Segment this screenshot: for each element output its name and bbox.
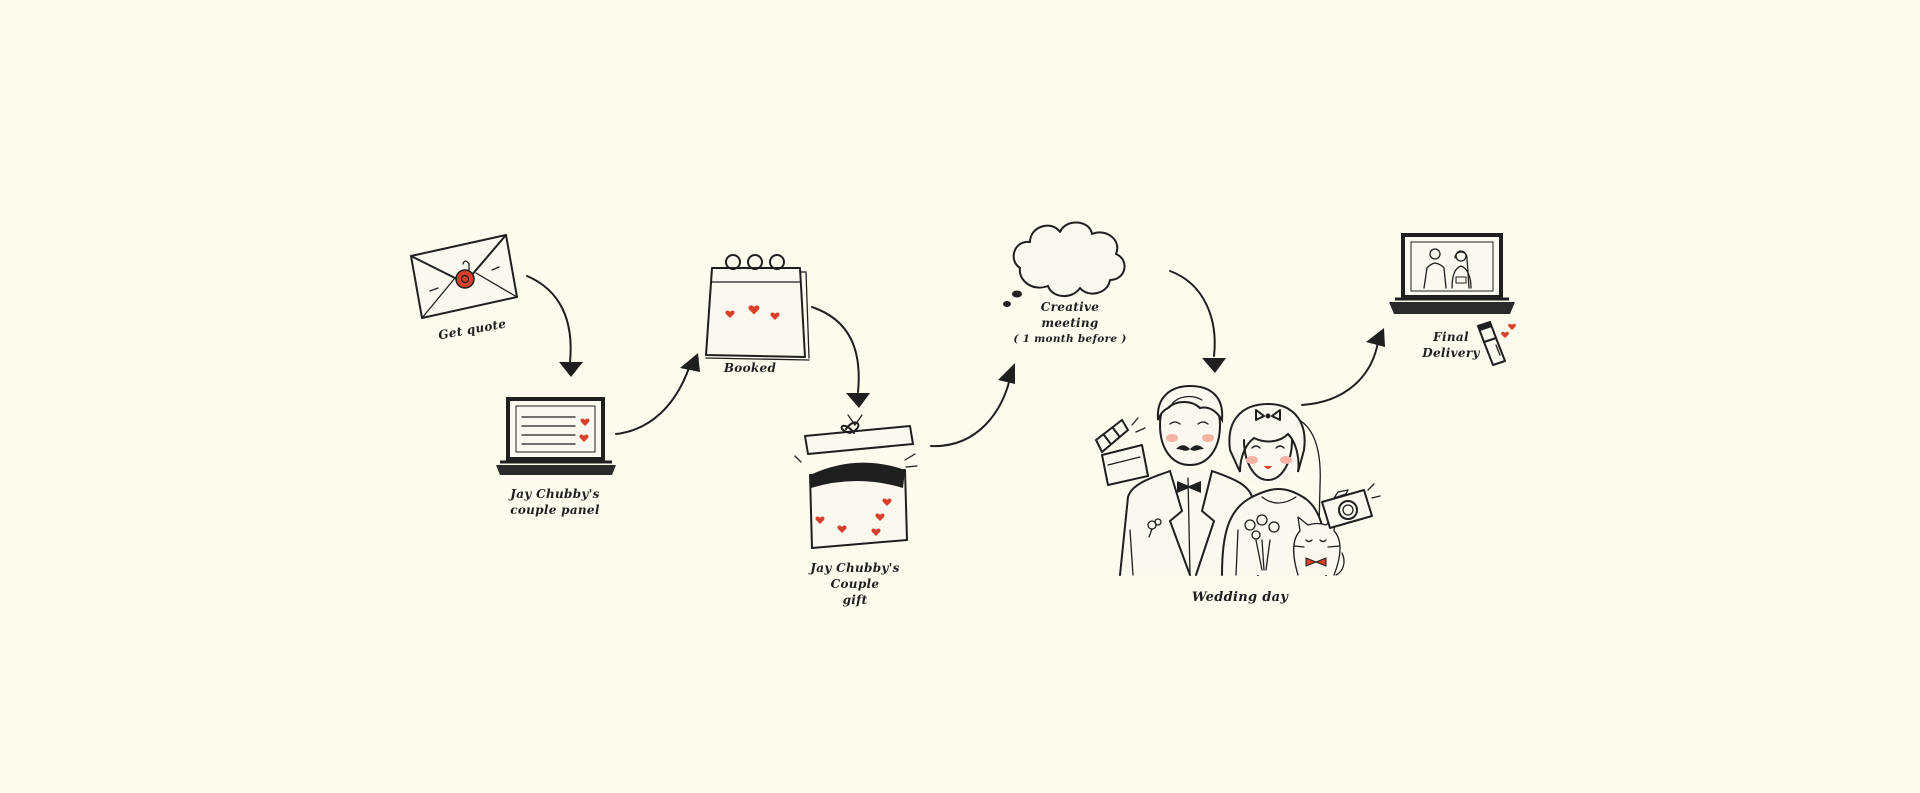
couple-panel-label: Jay Chubby's couple panel bbox=[510, 487, 600, 517]
couple-gift-label: Jay Chubby's Couple gift bbox=[810, 561, 900, 607]
usb-drive-icon bbox=[1476, 320, 1516, 366]
thought-cloud-icon bbox=[1003, 221, 1126, 307]
arrow-gift-to-meeting bbox=[930, 363, 1015, 448]
envelope-icon bbox=[410, 234, 518, 319]
arrow-panel-to-booked bbox=[615, 353, 700, 435]
creative-meeting-label: Creative meeting ( 1 month before ) bbox=[1013, 300, 1127, 345]
arrow-booked-to-gift bbox=[811, 306, 870, 408]
gift-box-icon bbox=[794, 414, 918, 549]
couple-icon bbox=[1094, 384, 1381, 576]
arrow-wedding-to-delivery bbox=[1301, 328, 1385, 406]
arrow-meeting-to-wedding bbox=[1169, 270, 1226, 373]
arrow-quote-to-panel bbox=[526, 275, 583, 377]
calendar-icon bbox=[705, 254, 810, 361]
camera-icon bbox=[1321, 483, 1381, 529]
laptop-icon bbox=[496, 397, 616, 475]
laptop-photo-icon bbox=[1389, 233, 1515, 314]
final-delivery-label: Final Delivery bbox=[1422, 330, 1480, 360]
clapperboard-icon bbox=[1094, 417, 1149, 486]
bouquet-icon bbox=[1244, 514, 1280, 571]
wedding-day-label: Wedding day bbox=[1191, 590, 1289, 605]
booked-label: Booked bbox=[723, 361, 777, 375]
cat-icon bbox=[1293, 516, 1345, 576]
